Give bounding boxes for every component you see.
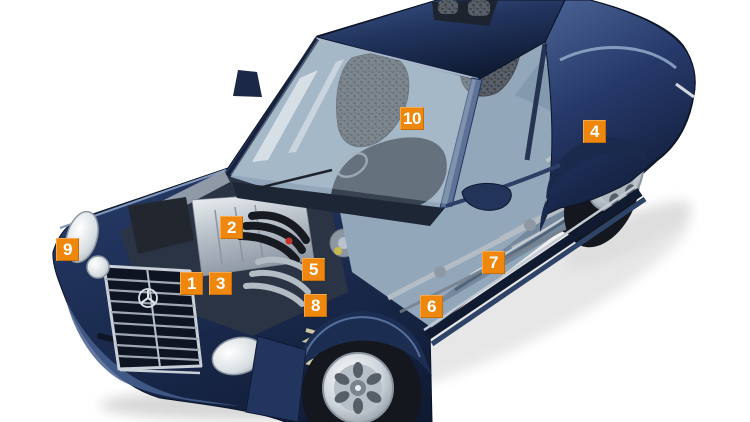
- bumper-corner: [245, 335, 307, 422]
- part-marker-7[interactable]: 7: [482, 251, 505, 274]
- part-marker-6[interactable]: 6: [420, 295, 443, 318]
- part-marker-3[interactable]: 3: [209, 272, 232, 295]
- sill-chrome-trim: [423, 184, 637, 332]
- front-bumper: [66, 300, 240, 406]
- roof: [315, 0, 566, 81]
- front-fascia: [65, 210, 297, 406]
- headrest: [468, 0, 490, 16]
- front-seat-near: [336, 53, 410, 148]
- mercedes-star-icon: [138, 288, 158, 308]
- driveshaft: [386, 191, 592, 301]
- part-marker-4[interactable]: 4: [583, 120, 606, 143]
- rear-wheel-arch: [539, 137, 650, 232]
- part-marker-2[interactable]: 2: [220, 216, 243, 239]
- a-pillar-far: [225, 37, 320, 178]
- rear-bumper-chrome: [675, 82, 695, 99]
- side-mirror-near: [461, 183, 512, 211]
- wiper: [253, 168, 333, 191]
- air-filter-box: [128, 197, 194, 254]
- part-marker-5[interactable]: 5: [302, 258, 325, 281]
- part-marker-9[interactable]: 9: [56, 238, 79, 261]
- beltline: [445, 163, 561, 208]
- windshield: [230, 40, 476, 204]
- dashboard: [330, 137, 447, 214]
- wiper-cowl: [232, 182, 445, 226]
- part-marker-10[interactable]: 10: [400, 107, 424, 130]
- steering-wheel: [336, 151, 368, 179]
- b-pillar: [524, 43, 548, 161]
- pillars-and-mirrors: [225, 37, 561, 211]
- front-wheel: [245, 311, 432, 422]
- side-mirror-far: [233, 70, 262, 97]
- headlight-left-inner: [86, 255, 110, 279]
- side-sill: [423, 184, 647, 347]
- part-marker-8[interactable]: 8: [304, 294, 327, 317]
- intake-tubes: [236, 211, 310, 264]
- trunk-and-rear-fender: [539, 0, 696, 232]
- part-marker-1[interactable]: 1: [180, 272, 203, 295]
- headrest: [438, 0, 458, 14]
